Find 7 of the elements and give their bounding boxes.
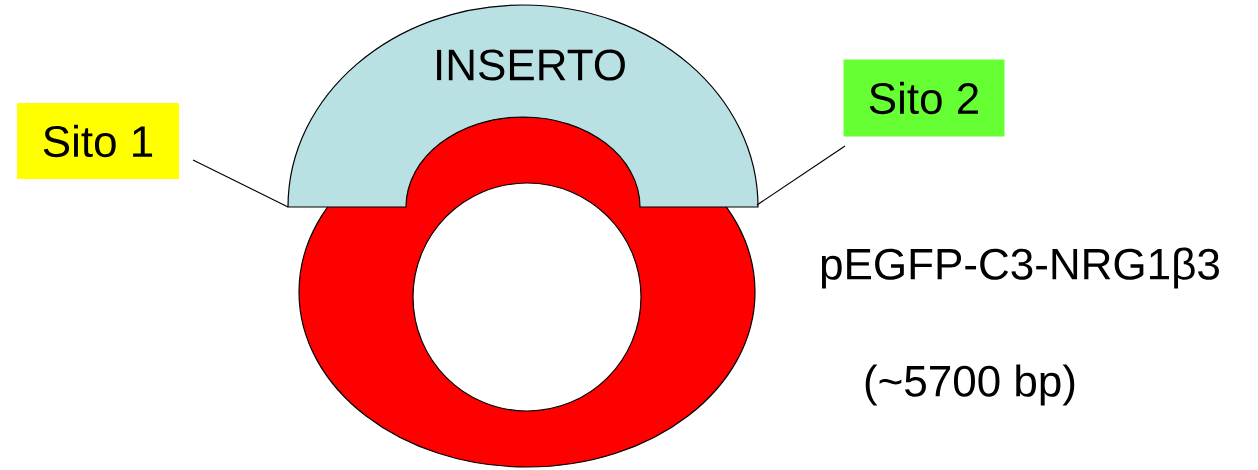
leader-line xyxy=(192,159,289,208)
plasmid-label: (~5700 bp) xyxy=(865,364,1075,406)
site-label: Sito 2 xyxy=(843,59,1005,137)
plasmid-label: pEGFP-C3-NRG1β3 xyxy=(821,247,1219,289)
leader-line xyxy=(756,145,846,206)
site-label: Sito 1 xyxy=(17,103,179,179)
insert-band: INSERTO xyxy=(287,4,759,208)
